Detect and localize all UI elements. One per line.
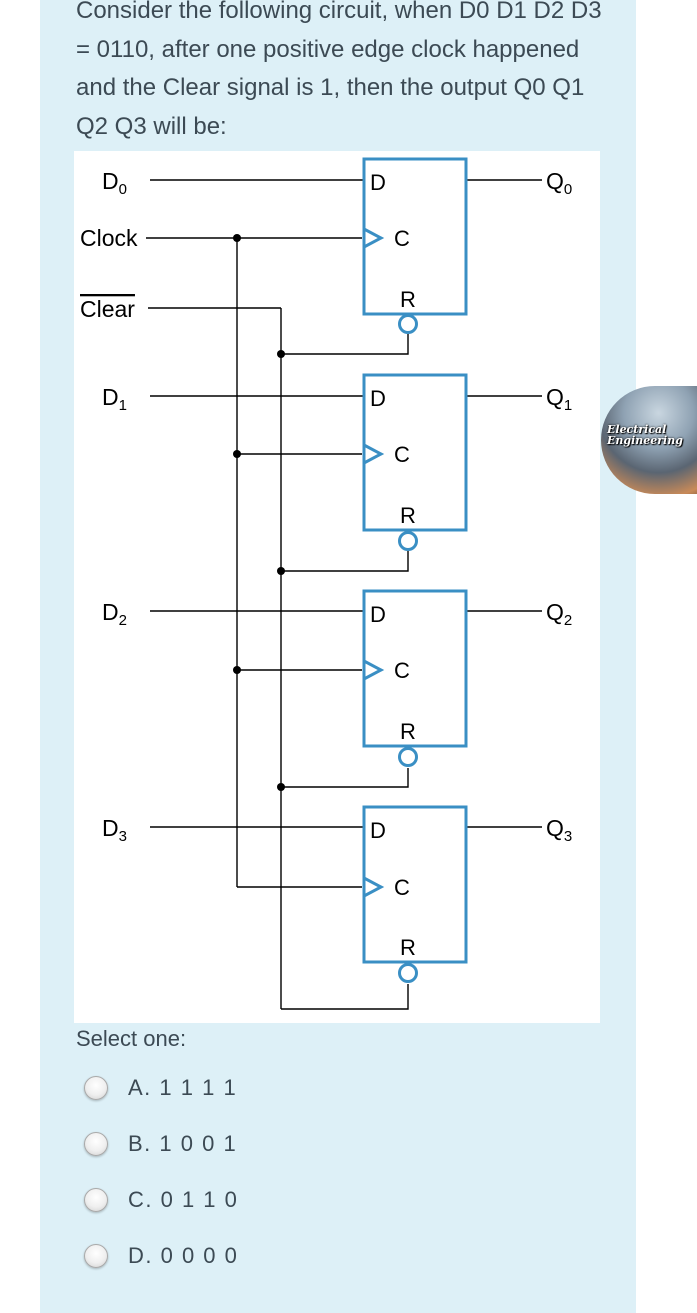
- ff2-pin-c: C: [394, 658, 410, 683]
- radio-button[interactable]: [84, 1188, 108, 1212]
- ff0-pin-c: C: [394, 226, 410, 251]
- option-label: C. 0 1 1 0: [128, 1187, 239, 1212]
- option-label: A. 1 1 1 1: [128, 1075, 238, 1100]
- label-d2: D2: [102, 599, 127, 629]
- option-a[interactable]: A. 1 1 1 1: [84, 1072, 237, 1104]
- label-q1: Q1: [546, 384, 572, 414]
- ff3-pin-c: C: [394, 875, 410, 900]
- watermark-text: Electrical Engineering: [607, 423, 683, 447]
- option-b[interactable]: B. 1 0 0 1: [84, 1128, 237, 1160]
- radio-button[interactable]: [84, 1244, 108, 1268]
- inverter-bubble-icon: [398, 963, 418, 983]
- watermark-badge: Electrical Engineering: [601, 386, 697, 494]
- radio-button[interactable]: [84, 1076, 108, 1100]
- label-q0: Q0: [546, 168, 572, 198]
- option-c[interactable]: C. 0 1 1 0: [84, 1184, 238, 1216]
- ff1-pin-r: R: [400, 503, 416, 528]
- clock-edge-icon: [363, 659, 385, 681]
- clock-edge-icon: [363, 227, 385, 249]
- question-text: Consider the following circuit, when D0 …: [76, 0, 602, 140]
- radio-button[interactable]: [84, 1132, 108, 1156]
- inverter-bubble-icon: [398, 531, 418, 551]
- wire-clear-ff3: [281, 984, 409, 1010]
- label-d1: D1: [102, 384, 127, 414]
- flip-flop-1: D C R: [362, 373, 468, 551]
- junction-dot: [233, 450, 241, 458]
- label-q3: Q3: [546, 815, 572, 845]
- ff3-pin-d: D: [370, 818, 386, 843]
- junction-dot: [277, 783, 285, 791]
- flip-flop-0: D C R: [362, 157, 468, 334]
- ff2-pin-r: R: [400, 719, 416, 744]
- wire-clear-ff2: [281, 768, 409, 788]
- label-clock: Clock: [80, 225, 138, 251]
- wire-clear-ff0: [281, 334, 409, 355]
- ff0-pin-r: R: [400, 287, 416, 312]
- flip-flop-2: D C R: [362, 589, 468, 767]
- clock-edge-icon: [363, 443, 385, 465]
- junction-dots: [233, 234, 285, 791]
- junction-dot: [233, 234, 241, 242]
- label-clear: Clear: [80, 296, 135, 322]
- ff1-pin-c: C: [394, 442, 410, 467]
- junction-dot: [277, 567, 285, 575]
- option-label: B. 1 0 0 1: [128, 1131, 238, 1156]
- ff1-pin-d: D: [370, 386, 386, 411]
- label-q2: Q2: [546, 599, 572, 629]
- ff0-pin-d: D: [370, 170, 386, 195]
- circuit-wires: [146, 179, 542, 1010]
- clock-edge-icon: [363, 876, 385, 898]
- label-d0: D0: [102, 168, 127, 198]
- option-label: D. 0 0 0 0: [128, 1243, 239, 1268]
- select-one-label: Select one:: [76, 1026, 187, 1051]
- inverter-bubble-icon: [398, 314, 418, 334]
- flip-flop-3: D C R: [362, 805, 468, 983]
- ff3-pin-r: R: [400, 935, 416, 960]
- inverter-bubble-icon: [398, 747, 418, 767]
- junction-dot: [277, 350, 285, 358]
- option-d[interactable]: D. 0 0 0 0: [84, 1240, 238, 1272]
- label-d3: D3: [102, 815, 127, 845]
- circuit-diagram: D C R D C R D C R D C R: [74, 151, 600, 1023]
- wire-clear-ff1: [281, 551, 409, 572]
- ff2-pin-d: D: [370, 602, 386, 627]
- junction-dot: [233, 666, 241, 674]
